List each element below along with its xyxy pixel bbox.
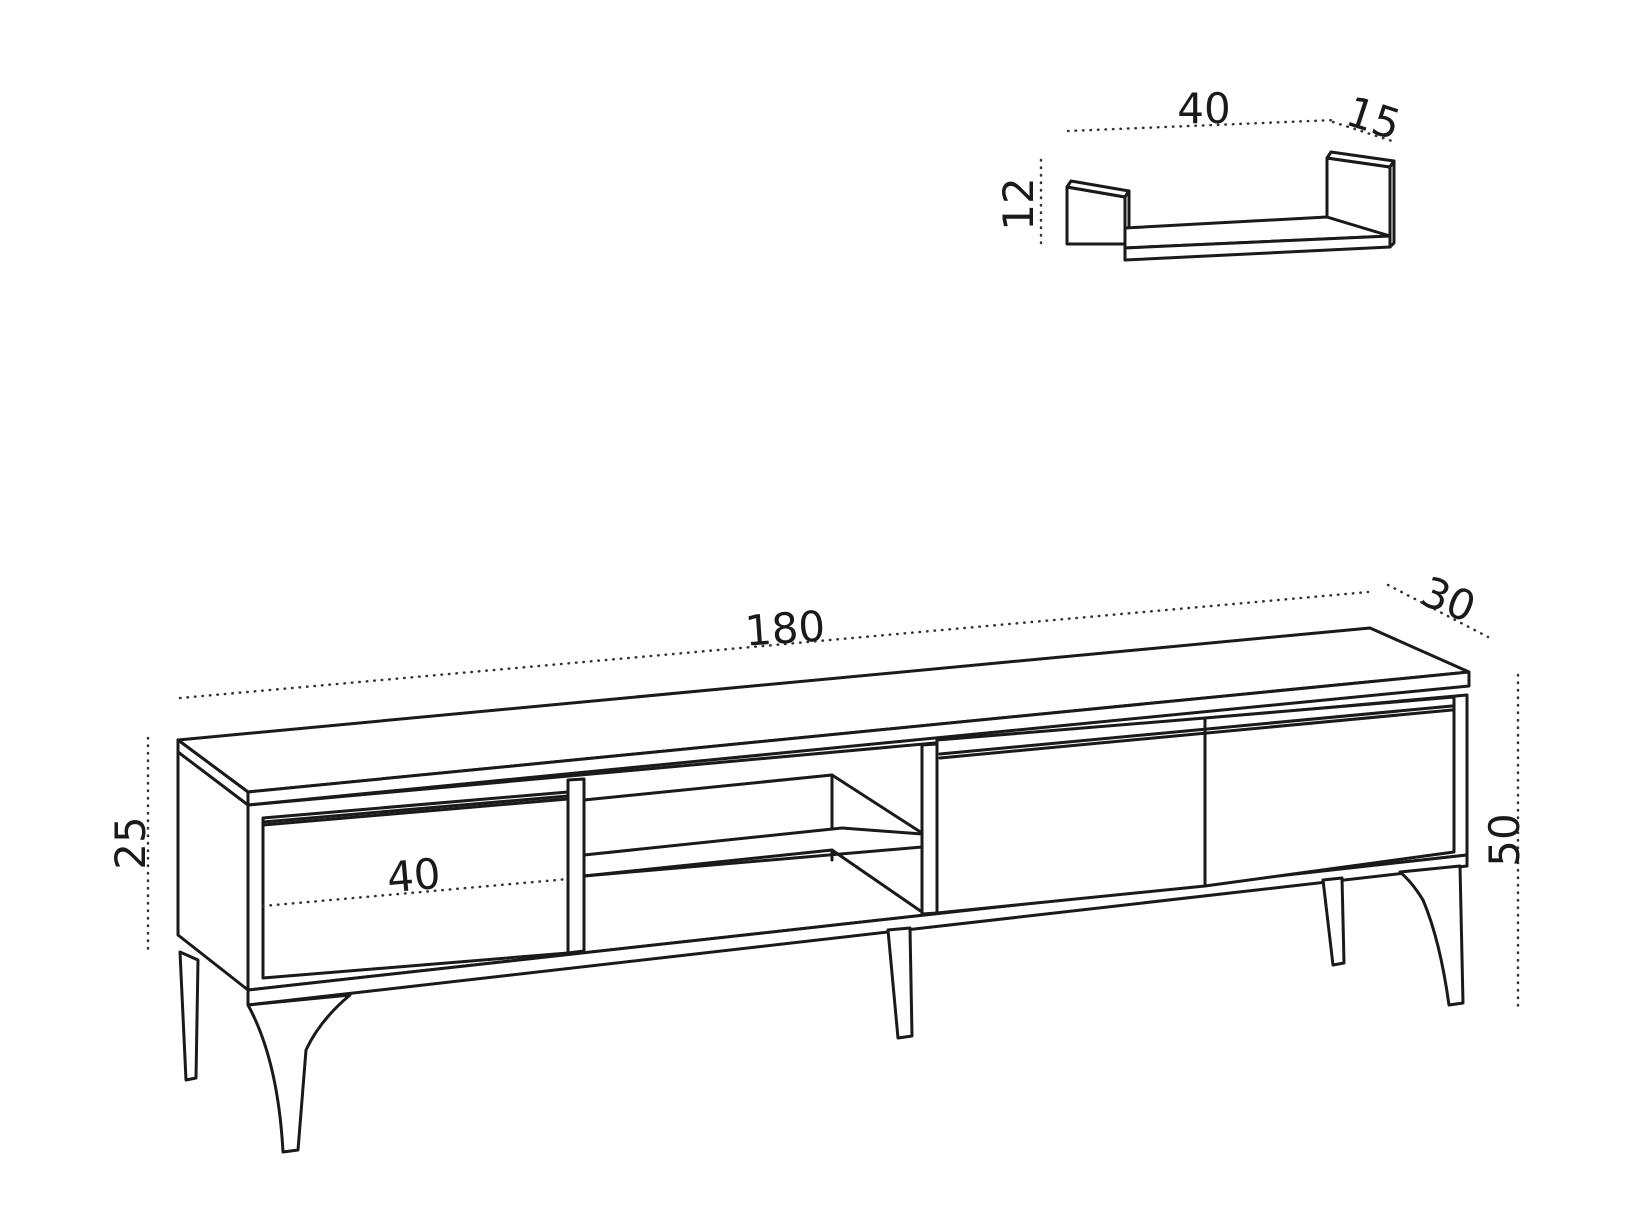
wall-shelf — [1065, 150, 1396, 262]
unit-width-label: 180 — [743, 601, 826, 655]
open-compartment — [582, 773, 924, 914]
compartment-width-line — [261, 877, 570, 908]
legs — [178, 864, 1465, 1154]
leg-back-right — [1321, 876, 1346, 967]
door-left — [935, 716, 1207, 915]
top-front-edge — [246, 670, 1471, 807]
middle-shelf — [582, 826, 924, 878]
leg-front-right — [1398, 864, 1465, 1007]
unit-inner-height-label: 25 — [106, 816, 155, 869]
unit-height-label: 50 — [1480, 813, 1529, 866]
partition-left — [566, 777, 586, 955]
compartment-width-label: 40 — [385, 849, 443, 902]
door-right — [1203, 695, 1456, 888]
unit-depth-label: 30 — [1414, 567, 1482, 632]
leg-middle — [886, 926, 914, 1040]
leg-front-left — [246, 993, 352, 1154]
tv-unit — [176, 626, 1471, 1154]
shelf-depth-label: 15 — [1340, 87, 1406, 150]
shelf-depth-line — [1331, 120, 1394, 143]
shelf-width-line — [1066, 118, 1337, 133]
partition-right — [920, 742, 939, 916]
leg-back-left — [178, 950, 200, 1082]
shelf-width-label: 40 — [1177, 84, 1230, 133]
shelf-height-label: 12 — [994, 177, 1043, 230]
